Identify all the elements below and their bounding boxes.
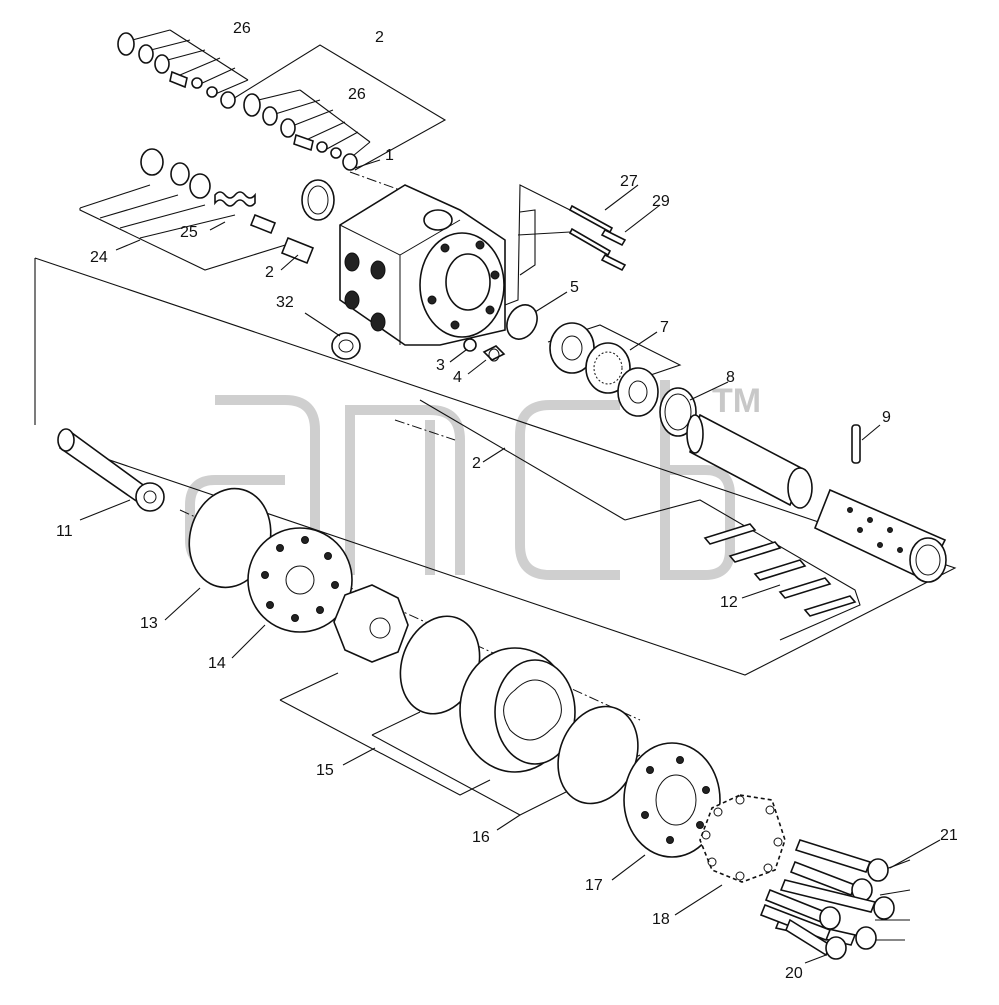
- rotor-15: [333, 584, 409, 663]
- label-26-mid: 26: [348, 86, 366, 103]
- label-18: 18: [652, 911, 670, 928]
- plug-4: [482, 345, 506, 362]
- label-3: 3: [436, 357, 445, 374]
- callout-labels: 1 2 2 2 3 4 5 7 8 9 11 12 13 14 15 16 17…: [56, 20, 958, 982]
- label-4: 4: [453, 369, 462, 386]
- bearing-7: [549, 322, 659, 417]
- centering-springs-12: [703, 523, 857, 617]
- label-9: 9: [882, 409, 891, 426]
- valve-stack-26-lower: [243, 93, 358, 171]
- stator-16: [459, 647, 576, 773]
- watermark: TM: [185, 380, 761, 580]
- label-8: 8: [726, 369, 735, 386]
- end-cap-17: [623, 742, 721, 858]
- drive-shaft-11: [57, 428, 165, 512]
- ring-8: [659, 387, 697, 437]
- label-21: 21: [940, 827, 958, 844]
- label-2-mid: 2: [265, 264, 274, 281]
- seal-plate-18: [699, 794, 786, 883]
- ball-3: [463, 338, 477, 352]
- label-5: 5: [570, 279, 579, 296]
- pin-9: [851, 424, 861, 464]
- label-27: 27: [620, 173, 638, 190]
- label-7: 7: [660, 319, 669, 336]
- label-20: 20: [785, 965, 803, 982]
- spool-sleeve: [686, 413, 947, 583]
- valve-housing: [339, 184, 506, 346]
- label-17: 17: [585, 877, 603, 894]
- label-2-top: 2: [375, 29, 384, 46]
- label-11: 11: [56, 523, 73, 540]
- label-2-low: 2: [472, 455, 481, 472]
- seal-ring-1: [301, 179, 335, 221]
- bolts-20-21: [759, 839, 895, 960]
- leader-lines: [79, 159, 941, 964]
- valve-stack-26-upper: [117, 32, 236, 109]
- label-15: 15: [316, 762, 334, 779]
- label-16: 16: [472, 829, 490, 846]
- grouping-lines: [34, 29, 957, 941]
- spacer-plate-14: [247, 527, 353, 633]
- label-32: 32: [276, 294, 294, 311]
- watermark-trademark: TM: [712, 382, 761, 420]
- o-ring-5: [506, 304, 538, 340]
- label-29: 29: [652, 193, 670, 210]
- relief-valve-24-25: [140, 148, 315, 265]
- plug-32: [331, 332, 361, 360]
- label-12: 12: [720, 594, 738, 611]
- pins-27-29: [568, 204, 627, 272]
- label-13: 13: [140, 615, 158, 632]
- label-14: 14: [208, 655, 226, 672]
- label-1: 1: [385, 147, 394, 164]
- label-25: 25: [180, 224, 198, 241]
- label-24: 24: [90, 249, 108, 266]
- label-26-top: 26: [233, 20, 251, 37]
